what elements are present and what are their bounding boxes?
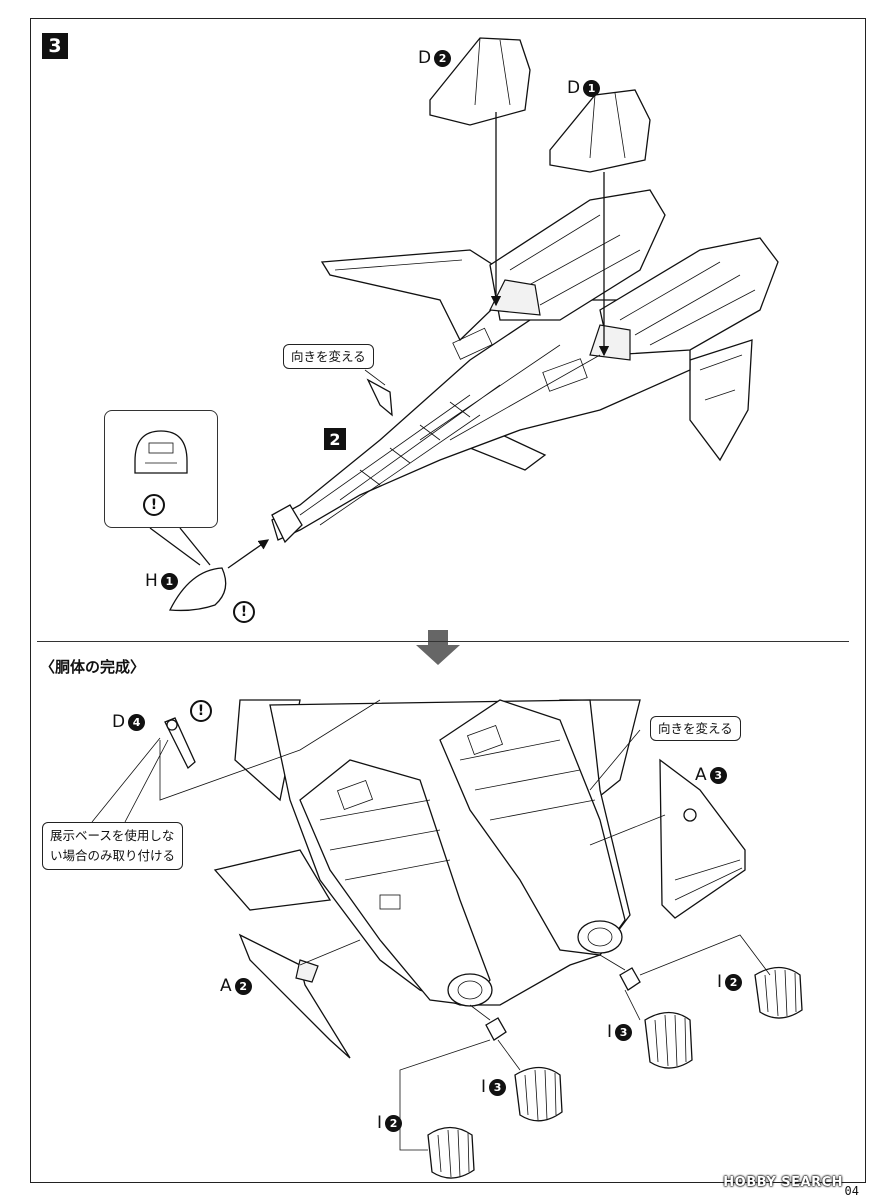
fuselage-bottom-view	[213, 699, 641, 1007]
page-number: 04	[844, 1184, 859, 1198]
part-number-icon: 2	[725, 973, 743, 991]
section-title: 〈胴体の完成〉	[40, 658, 146, 676]
part-number-icon: 3	[709, 766, 727, 784]
section-divider	[37, 641, 849, 642]
part-a2-fin	[238, 933, 351, 1059]
callout-base-note-line1: 展示ベースを使用しな	[50, 828, 175, 843]
warning-icon: !	[143, 494, 165, 516]
part-number-icon: 2	[434, 49, 452, 67]
part-number-icon: 1	[160, 572, 178, 590]
part-h1-nosecone	[168, 567, 227, 612]
nose-detail-icon	[134, 430, 188, 474]
warning-icon: !	[190, 700, 212, 722]
page-frame	[30, 18, 866, 1183]
warning-icon: !	[233, 601, 255, 623]
part-number-icon: 4	[128, 713, 146, 731]
callout-base-note-line2: い場合のみ取り付ける	[50, 848, 176, 863]
part-d2-canopy	[429, 37, 531, 126]
fuselage-top-view	[271, 189, 779, 544]
arrow-down-icon	[416, 630, 460, 665]
sub-step-badge: 2	[324, 428, 346, 450]
part-number-icon: 3	[489, 1078, 507, 1096]
part-d1-canopy	[549, 89, 651, 173]
step-number-badge: 3	[42, 33, 68, 59]
part-number-icon: 2	[234, 977, 252, 995]
part-a3-fin	[659, 758, 746, 919]
part-number-icon: 2	[385, 1114, 403, 1132]
part-exhaust-nozzles	[427, 966, 803, 1179]
callout-rotate-bottom: 向きを変える	[650, 716, 741, 741]
watermark: HOBBY SEARCH	[723, 1175, 843, 1190]
part-d4	[164, 717, 196, 770]
callout-base-note: 展示ベースを使用しな い場合のみ取り付ける	[42, 822, 184, 870]
callout-rotate-top: 向きを変える	[283, 344, 374, 369]
part-number-icon: 3	[615, 1023, 633, 1041]
part-number-icon: 1	[583, 79, 601, 97]
